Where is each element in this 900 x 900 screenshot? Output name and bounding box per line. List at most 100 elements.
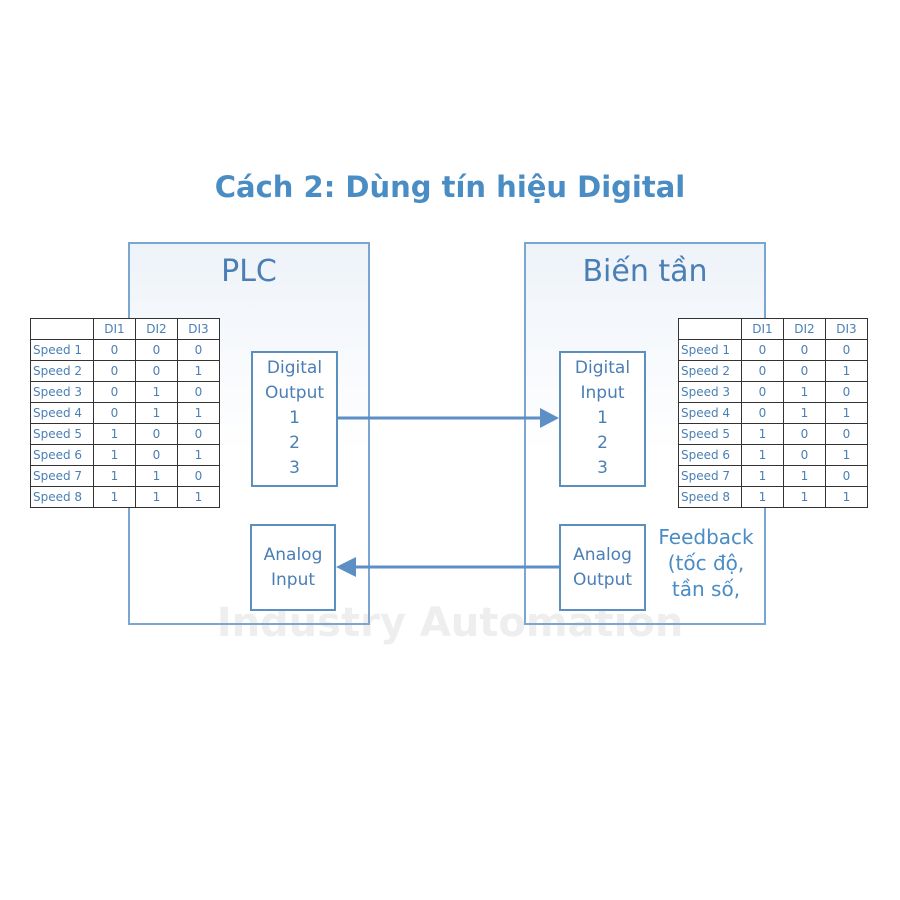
table-cell: 0 (93, 339, 136, 361)
feedback-line: (tốc độ, (667, 551, 745, 575)
row-label: Speed 2 (678, 360, 742, 382)
feedback-label: Feedback (tốc độ, tần số, (652, 524, 760, 602)
table-cell: 0 (783, 339, 826, 361)
table-cell: 0 (741, 360, 784, 382)
block-label: Input (580, 383, 625, 403)
table-cell: 0 (177, 339, 220, 361)
table-header-cell: DI2 (135, 318, 178, 340)
block-label: Output (264, 383, 325, 403)
plc-digital-output-block: Digital Output 1 2 3 (251, 351, 338, 487)
block-label: Output (572, 570, 633, 590)
block-label: Analog (263, 545, 323, 565)
channel-label: 1 (597, 408, 608, 428)
table-cell: 1 (135, 465, 178, 487)
table-cell: 0 (93, 381, 136, 403)
row-label: Speed 6 (30, 444, 94, 466)
plc-analog-input-block: Analog Input (250, 524, 336, 611)
table-cell: 0 (135, 444, 178, 466)
feedback-line: Feedback (658, 525, 754, 549)
inverter-title: Biến tần (582, 254, 708, 289)
table-cell: 1 (177, 444, 220, 466)
table-corner-cell (30, 318, 94, 340)
block-label: Input (270, 570, 316, 590)
row-label: Speed 4 (678, 402, 742, 424)
table-cell: 1 (783, 381, 826, 403)
table-cell: 0 (741, 381, 784, 403)
row-label: Speed 8 (678, 486, 742, 508)
table-header-cell: DI1 (741, 318, 784, 340)
table-cell: 1 (135, 381, 178, 403)
table-cell: 1 (93, 486, 136, 508)
table-cell: 0 (177, 465, 220, 487)
table-cell: 1 (783, 402, 826, 424)
table-cell: 0 (741, 402, 784, 424)
channel-label: 2 (289, 433, 300, 453)
table-header-cell: DI3 (825, 318, 868, 340)
table-cell: 1 (825, 402, 868, 424)
table-cell: 1 (825, 486, 868, 508)
diagram-title: Cách 2: Dùng tín hiệu Digital (214, 170, 686, 204)
row-label: Speed 7 (678, 465, 742, 487)
table-header-cell: DI3 (177, 318, 220, 340)
row-label: Speed 5 (30, 423, 94, 445)
table-cell: 1 (741, 423, 784, 445)
table-cell: 1 (177, 486, 220, 508)
inverter-analog-output-block: Analog Output (559, 524, 646, 611)
table-cell: 0 (135, 423, 178, 445)
feedback-line: tần số, (671, 577, 741, 601)
channel-label: 1 (289, 408, 300, 428)
row-label: Speed 3 (30, 381, 94, 403)
table-cell: 1 (177, 402, 220, 424)
table-cell: 0 (135, 360, 178, 382)
table-cell: 1 (135, 486, 178, 508)
row-label: Speed 7 (30, 465, 94, 487)
row-label: Speed 5 (678, 423, 742, 445)
row-label: Speed 3 (678, 381, 742, 403)
inverter-digital-input-block: Digital Input 1 2 3 (559, 351, 646, 487)
row-label: Speed 4 (30, 402, 94, 424)
table-cell: 1 (93, 444, 136, 466)
row-label: Speed 8 (30, 486, 94, 508)
table-cell: 0 (825, 465, 868, 487)
table-cell: 1 (825, 360, 868, 382)
table-header-cell: DI1 (93, 318, 136, 340)
row-label: Speed 1 (678, 339, 742, 361)
table-header-cell: DI2 (783, 318, 826, 340)
table-cell: 0 (783, 423, 826, 445)
table-cell: 1 (93, 465, 136, 487)
channel-label: 3 (289, 458, 300, 478)
channel-label: 2 (597, 433, 608, 453)
table-cell: 1 (783, 486, 826, 508)
table-cell: 0 (783, 444, 826, 466)
table-cell: 1 (741, 444, 784, 466)
table-cell: 0 (741, 339, 784, 361)
channel-label: 3 (597, 458, 608, 478)
table-cell: 0 (177, 381, 220, 403)
table-cell: 1 (93, 423, 136, 445)
table-cell: 0 (825, 339, 868, 361)
plc-title: PLC (221, 254, 277, 289)
table-corner-cell (678, 318, 742, 340)
digital-signal-arrowhead (540, 408, 559, 428)
table-cell: 0 (135, 339, 178, 361)
table-header-row: DI1 DI2 DI3 (30, 318, 220, 340)
table-cell: 1 (741, 465, 784, 487)
table-cell: 1 (741, 486, 784, 508)
